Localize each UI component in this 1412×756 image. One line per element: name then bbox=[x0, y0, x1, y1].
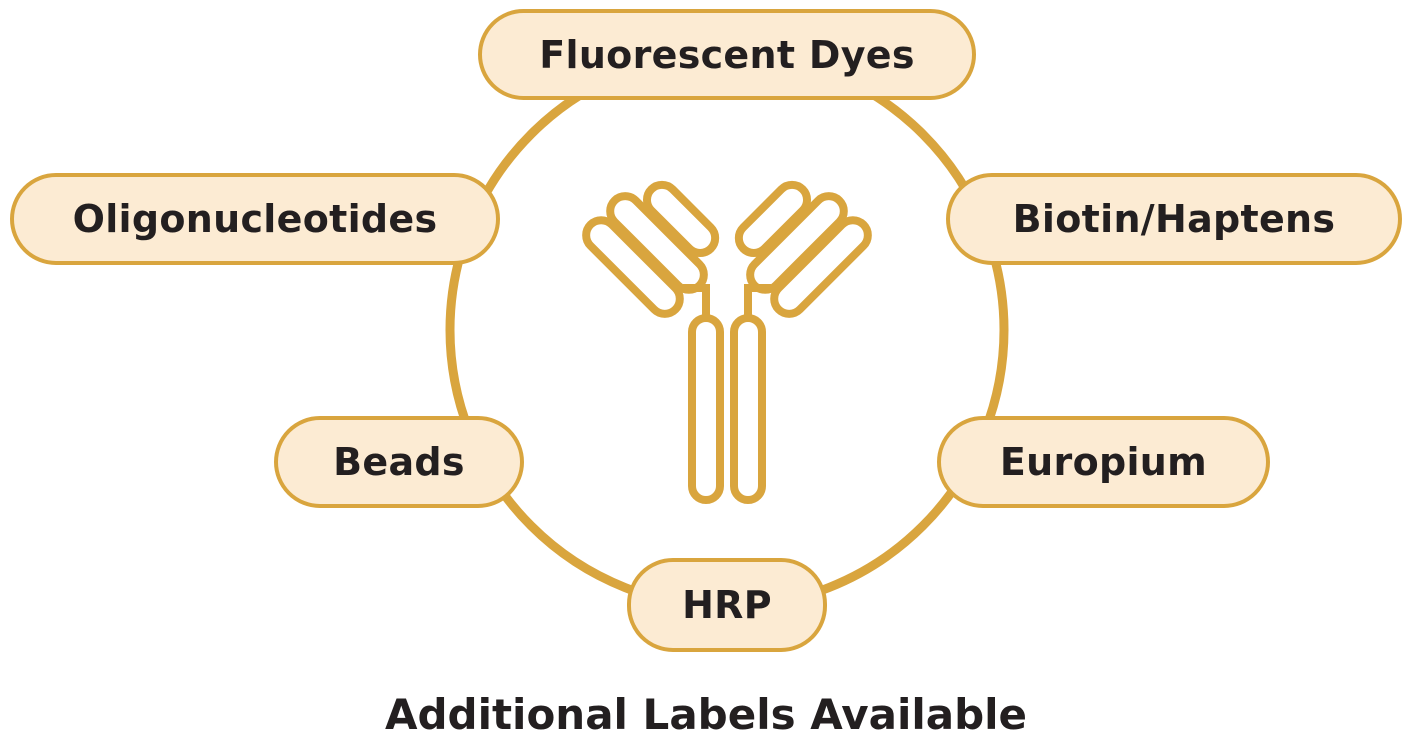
label-hrp: HRP bbox=[627, 558, 827, 652]
label-beads: Beads bbox=[274, 416, 524, 508]
label-biotin-haptens: Biotin/Haptens bbox=[946, 173, 1402, 265]
label-europium: Europium bbox=[937, 416, 1270, 508]
connecting-ring bbox=[445, 48, 1009, 612]
label-fluorescent-dyes: Fluorescent Dyes bbox=[478, 9, 976, 100]
label-oligonucleotides: Oligonucleotides bbox=[10, 173, 500, 265]
diagram-caption: Additional Labels Available bbox=[384, 690, 1028, 739]
antibody-icon bbox=[582, 180, 872, 504]
